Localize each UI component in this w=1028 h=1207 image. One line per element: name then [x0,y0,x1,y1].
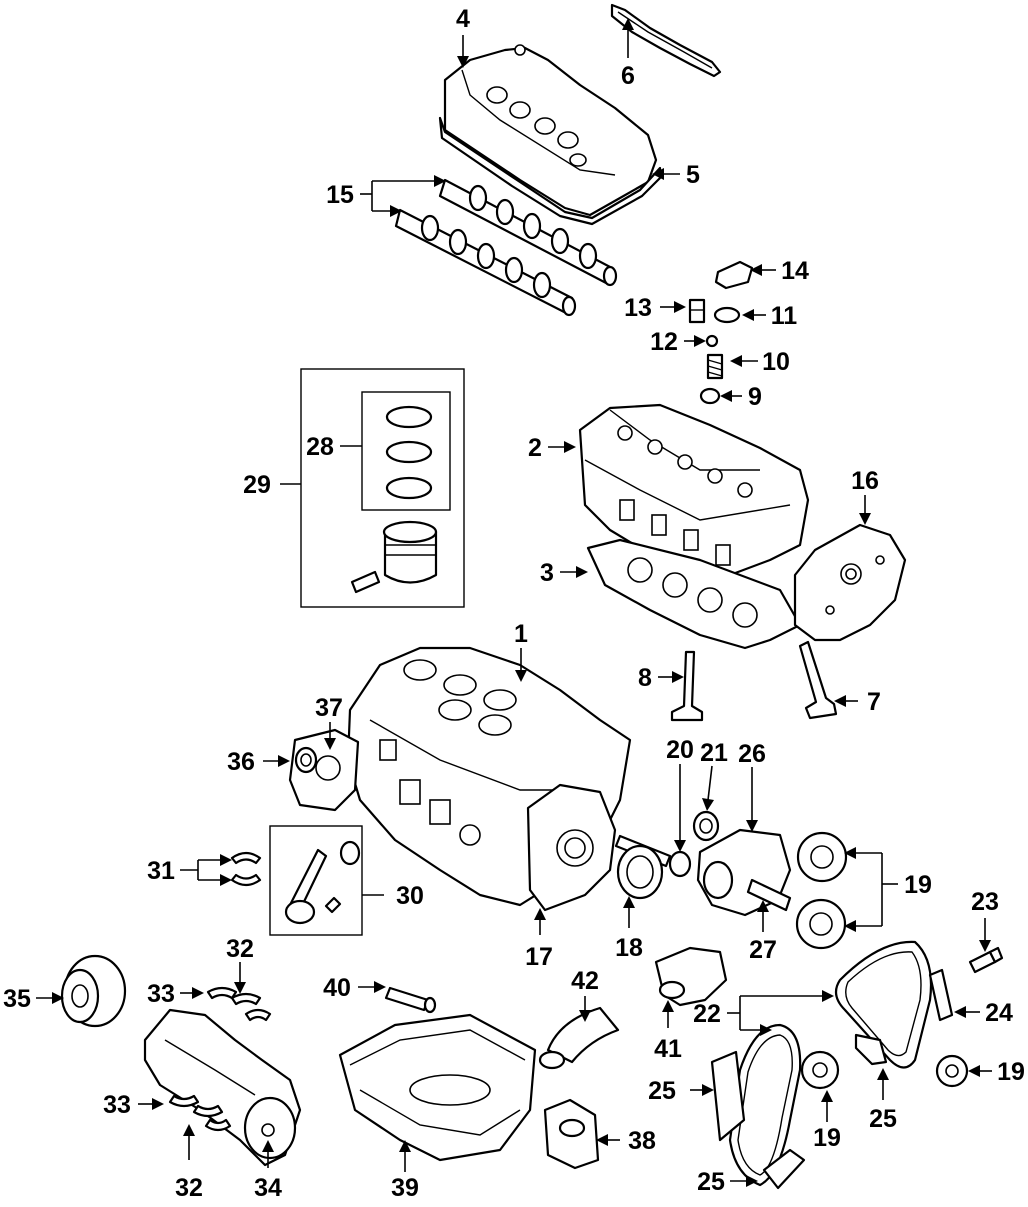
main-bearings-lower [168,1094,232,1132]
cam-sprocket-upper [796,831,848,883]
callout-35: 35 [3,985,31,1013]
callout-29: 29 [243,471,271,499]
callout-1: 1 [514,620,528,648]
callout-19-middle: 19 [813,1124,841,1152]
leader-lines [36,18,992,1187]
callout-19-right: 19 [997,1058,1025,1086]
callout-17: 17 [525,943,553,971]
callout-40: 40 [323,974,351,1002]
callout-41: 41 [654,1035,682,1063]
callout-10: 10 [762,348,790,376]
callout-33-upper: 33 [147,980,175,1008]
crank-front-seal [616,844,664,900]
valve-keeper [705,334,719,348]
oil-filter-housing [543,1098,600,1170]
injection-pump [696,828,792,917]
callout-9: 9 [748,383,762,411]
callout-2: 2 [528,434,542,462]
oil-pump-housing [654,946,728,1007]
sprocket-bolt [968,946,1004,974]
timing-chain-upper [834,940,933,1069]
callout-11: 11 [771,302,798,330]
intake-valve [670,650,704,722]
callout-13: 13 [624,294,652,322]
callout-42: 42 [571,967,599,995]
crank-sprocket-middle [800,1050,840,1090]
callout-25-bottom: 25 [697,1168,725,1196]
chain-guide-left [710,1050,746,1142]
callout-25-left: 25 [648,1077,676,1105]
callout-30: 30 [396,882,424,910]
timing-cover [793,523,907,642]
callout-22: 22 [693,1000,721,1028]
callout-8: 8 [638,664,652,692]
timing-chain-lower [728,1023,802,1187]
callout-37: 37 [315,694,343,722]
callout-32-upper: 32 [226,935,254,963]
rod-bearing-shells [230,851,262,887]
callout-14: 14 [781,257,809,285]
piston-kit-box [300,368,465,608]
valve-stem-seal [699,387,721,405]
crank-pulley [60,954,127,1028]
callout-7: 7 [867,688,881,716]
callout-5: 5 [686,161,700,189]
callout-19-upper: 19 [904,871,932,899]
callout-15: 15 [326,181,354,209]
chain-guide-24 [928,968,954,1022]
exhaust-valve [798,640,838,720]
callout-34: 34 [254,1174,282,1202]
callout-31: 31 [147,857,175,885]
callout-33-lower: 33 [103,1091,131,1119]
callout-38: 38 [628,1127,656,1155]
oil-pan [338,1013,537,1162]
rocker-arm [714,260,754,290]
callout-39: 39 [391,1174,419,1202]
valve-spring-retainer [713,306,741,324]
callout-26: 26 [738,740,766,768]
shaft-seal [692,810,720,842]
crank-sprocket-right [935,1054,969,1088]
callout-23: 23 [971,888,999,916]
callout-12: 12 [650,328,678,356]
callout-27: 27 [749,936,777,964]
camshaft-lower [394,208,577,317]
oil-dipstick-tube [384,986,437,1014]
rear-main-seal [294,746,318,774]
cylinder-head [578,403,810,582]
callout-25-right: 25 [869,1105,897,1133]
callout-24: 24 [985,999,1013,1027]
callout-16: 16 [851,467,879,495]
valve-cover [438,44,662,226]
callout-36: 36 [227,748,255,776]
callout-32-lower: 32 [175,1174,203,1202]
callout-4: 4 [456,5,470,33]
connecting-rod-box [269,825,363,936]
callout-21: 21 [700,739,728,767]
callout-6: 6 [621,62,635,90]
cam-sprocket-lower [795,898,847,950]
callout-28: 28 [306,433,334,461]
chain-tensioner-lower [762,1148,806,1190]
hydraulic-lifter [688,298,706,324]
chain-tensioner-upper [854,1033,888,1066]
callout-3: 3 [540,559,554,587]
oil-pickup-tube [538,1006,620,1070]
crankshaft [143,1008,302,1167]
callout-18: 18 [615,934,643,962]
camshaft-upper [438,178,618,287]
callout-20: 20 [666,736,694,764]
valve-spring [706,353,724,380]
callout-numbers: 4 6 5 15 14 13 11 12 10 9 28 29 2 16 3 1… [3,5,1025,1202]
front-cover [526,783,617,912]
main-bearings-upper [206,986,272,1022]
head-gasket [586,538,802,650]
